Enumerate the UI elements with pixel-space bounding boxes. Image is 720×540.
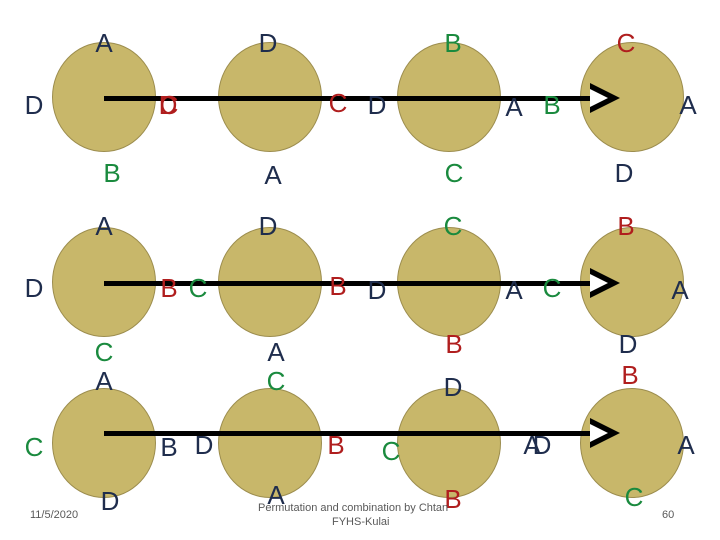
seat-label: C [188, 273, 208, 303]
seat-label: A [267, 480, 285, 510]
seat-label: A [505, 275, 523, 305]
seat-label: A [95, 211, 113, 241]
seat-circle [397, 388, 501, 498]
footer-date: 11/5/2020 [30, 509, 79, 521]
seat-label: D [194, 430, 214, 460]
direction-arrow [104, 96, 594, 101]
seat-label: D [158, 90, 178, 120]
seat-label: C [542, 273, 562, 303]
footer-credit-line1: Permutation and combination by Chtan [258, 502, 449, 514]
seat-label: B [329, 271, 347, 301]
seat-label: C [624, 482, 644, 512]
seat-label: A [95, 366, 113, 396]
direction-arrow [104, 431, 594, 436]
seat-label: D [100, 486, 120, 516]
seat-label: B [160, 432, 178, 462]
seat-label: C [328, 88, 348, 118]
seat-label: D [258, 28, 278, 58]
seat-label: C [381, 436, 401, 466]
seat-circle [52, 388, 156, 498]
arrowhead-icon [590, 83, 620, 113]
footer-page-number: 60 [662, 509, 675, 521]
seat-label: A [677, 430, 695, 460]
seat-label: B [543, 90, 561, 120]
seat-label: A [267, 337, 285, 367]
seat-label: D [614, 158, 634, 188]
seat-label: C [24, 432, 44, 462]
footer-credit-line2: FYHS-Kulai [332, 516, 390, 528]
seat-label: D [443, 372, 463, 402]
seat-label: B [103, 158, 121, 188]
seat-label: B [327, 430, 345, 460]
arrowhead-icon [590, 418, 620, 448]
seat-label: A [679, 90, 697, 120]
seat-label: D [367, 275, 387, 305]
seat-label: C [444, 158, 464, 188]
seat-label: B [444, 28, 462, 58]
seat-circle [218, 388, 322, 498]
seat-label: A [523, 430, 541, 460]
seat-label: A [671, 275, 689, 305]
seat-label: C [94, 337, 114, 367]
direction-arrow [104, 281, 594, 286]
seat-label: D [258, 211, 278, 241]
arrowhead-icon [590, 268, 620, 298]
seat-label: B [160, 273, 178, 303]
seat-label: D [24, 90, 44, 120]
seat-label: B [445, 329, 463, 359]
seat-label: A [505, 92, 523, 122]
seat-label: B [621, 360, 639, 390]
seat-label: B [617, 211, 635, 241]
seat-label: C [266, 366, 286, 396]
seat-label: D [367, 90, 387, 120]
seat-label: A [264, 160, 282, 190]
seat-label: C [616, 28, 636, 58]
seat-label: D [24, 273, 44, 303]
seat-label: B [444, 484, 462, 514]
seat-label: C [159, 90, 179, 120]
seat-label: D [618, 329, 638, 359]
seat-label: C [443, 211, 463, 241]
seat-label: A [95, 28, 113, 58]
seat-label: D [532, 430, 552, 460]
